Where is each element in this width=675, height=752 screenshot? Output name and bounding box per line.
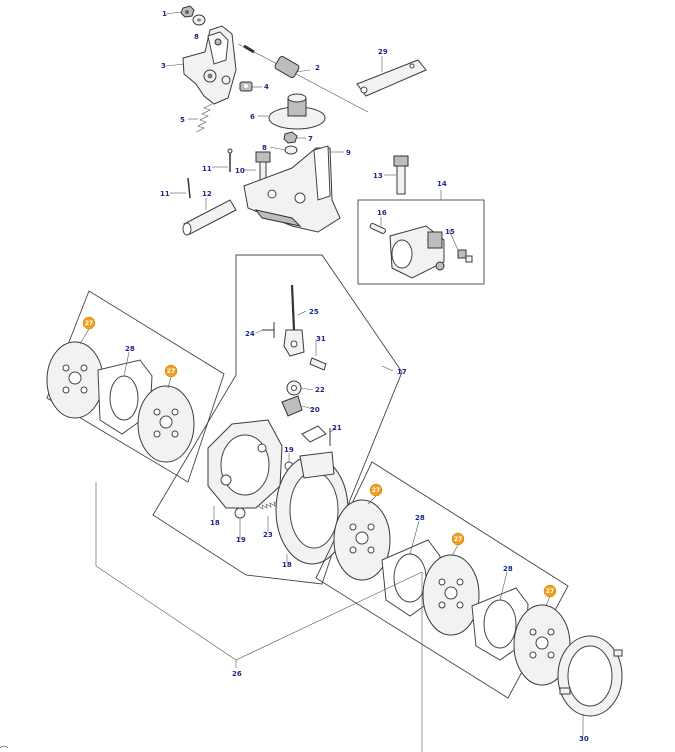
brake-disc-left-1	[46, 341, 104, 419]
callout-11a: 11	[202, 165, 212, 173]
nut-part	[180, 5, 195, 18]
housing-part	[243, 145, 341, 233]
corner-mark	[0, 745, 9, 749]
callout-8b: 8	[262, 144, 267, 152]
callout-7: 7	[308, 135, 313, 143]
spring-part	[195, 103, 213, 133]
lever-bracket-part	[182, 25, 237, 105]
leader-lines	[79, 11, 584, 736]
actuator-rod-part	[283, 284, 305, 357]
brake-disc-right-2	[422, 554, 480, 636]
highlight-label: 27	[85, 320, 93, 327]
ball-part-lower	[234, 507, 246, 519]
callout-10: 10	[235, 167, 245, 175]
bracket-plate-part	[356, 59, 427, 97]
callout-18b: 18	[282, 561, 292, 569]
callout-20: 20	[310, 406, 320, 414]
callout-2: 2	[315, 64, 320, 72]
highlight-callout-27d[interactable]: 27	[451, 532, 465, 546]
callout-19a: 19	[284, 446, 294, 454]
highlight-badge	[451, 532, 465, 546]
callout-28a: 28	[125, 345, 135, 353]
highlight-badge	[164, 364, 178, 378]
end-plate-part	[557, 635, 623, 717]
hex-nut-part	[283, 131, 298, 144]
pressure-plate-part-left	[207, 419, 283, 509]
pin-part-upper	[227, 148, 233, 172]
washer-part	[192, 14, 206, 26]
pressure-plate-part-right	[275, 451, 349, 565]
callout-4: 4	[264, 83, 269, 91]
callout-24: 24	[245, 330, 255, 338]
callout-17: 17	[397, 368, 407, 376]
highlight-label: 27	[372, 487, 380, 494]
callout-5: 5	[180, 116, 185, 124]
retainer-clip-part	[239, 81, 253, 92]
callout-22: 22	[315, 386, 325, 394]
callout-21: 21	[332, 424, 342, 432]
wedge-part-20	[281, 395, 303, 417]
link-part-22	[286, 380, 302, 396]
callout-9: 9	[346, 149, 351, 157]
subassembly-frame-14	[357, 199, 485, 285]
callout-25: 25	[309, 308, 319, 316]
callout-12: 12	[202, 190, 212, 198]
highlight-badge	[543, 584, 557, 598]
return-spring-part	[257, 501, 280, 510]
callout-11b: 11	[160, 190, 170, 198]
fitting-part-15	[457, 249, 473, 263]
pin-part-lower	[187, 177, 191, 199]
callout-15: 15	[445, 228, 455, 236]
highlight-callout-27e[interactable]: 27	[543, 584, 557, 598]
callout-16: 16	[377, 209, 387, 217]
callout-30: 30	[579, 735, 589, 743]
callout-31: 31	[316, 335, 326, 343]
plate-part-21	[301, 425, 331, 446]
callout-19b: 19	[236, 536, 246, 544]
callout-28c: 28	[503, 565, 513, 573]
callout-18a: 18	[210, 519, 220, 527]
highlight-label: 27	[546, 588, 554, 595]
highlight-callout-27a[interactable]: 27	[82, 316, 96, 330]
callout-13: 13	[373, 172, 383, 180]
highlight-badge	[369, 483, 383, 497]
callout-28b: 28	[415, 514, 425, 522]
brake-disc-left-2	[137, 385, 195, 463]
callout-3: 3	[161, 62, 166, 70]
highlight-callout-27b[interactable]: 27	[164, 364, 178, 378]
brake-disc-right-1	[333, 499, 391, 581]
highlight-callout-27c[interactable]: 27	[369, 483, 383, 497]
valve-body-part	[389, 225, 445, 279]
highlight-label: 27	[167, 368, 175, 375]
highlight-label: 27	[454, 536, 462, 543]
cam-disc-part	[268, 93, 326, 130]
flat-washer-part	[284, 145, 298, 155]
callout-14: 14	[437, 180, 447, 188]
callout-26: 26	[232, 670, 242, 678]
callout-23: 23	[263, 531, 273, 539]
callout-6: 6	[250, 113, 255, 121]
kit-bracket-26	[95, 482, 423, 752]
pin-part-16	[369, 222, 386, 234]
cable-part	[237, 43, 369, 113]
bolt-part-long	[393, 155, 409, 195]
callout-1: 1	[162, 10, 167, 18]
highlight-badge	[82, 316, 96, 330]
callout-8: 8	[194, 33, 199, 41]
pin-part-31	[309, 357, 327, 371]
brake-disc-right-3	[513, 604, 571, 686]
callout-29: 29	[378, 48, 388, 56]
shaft-part	[182, 199, 237, 236]
